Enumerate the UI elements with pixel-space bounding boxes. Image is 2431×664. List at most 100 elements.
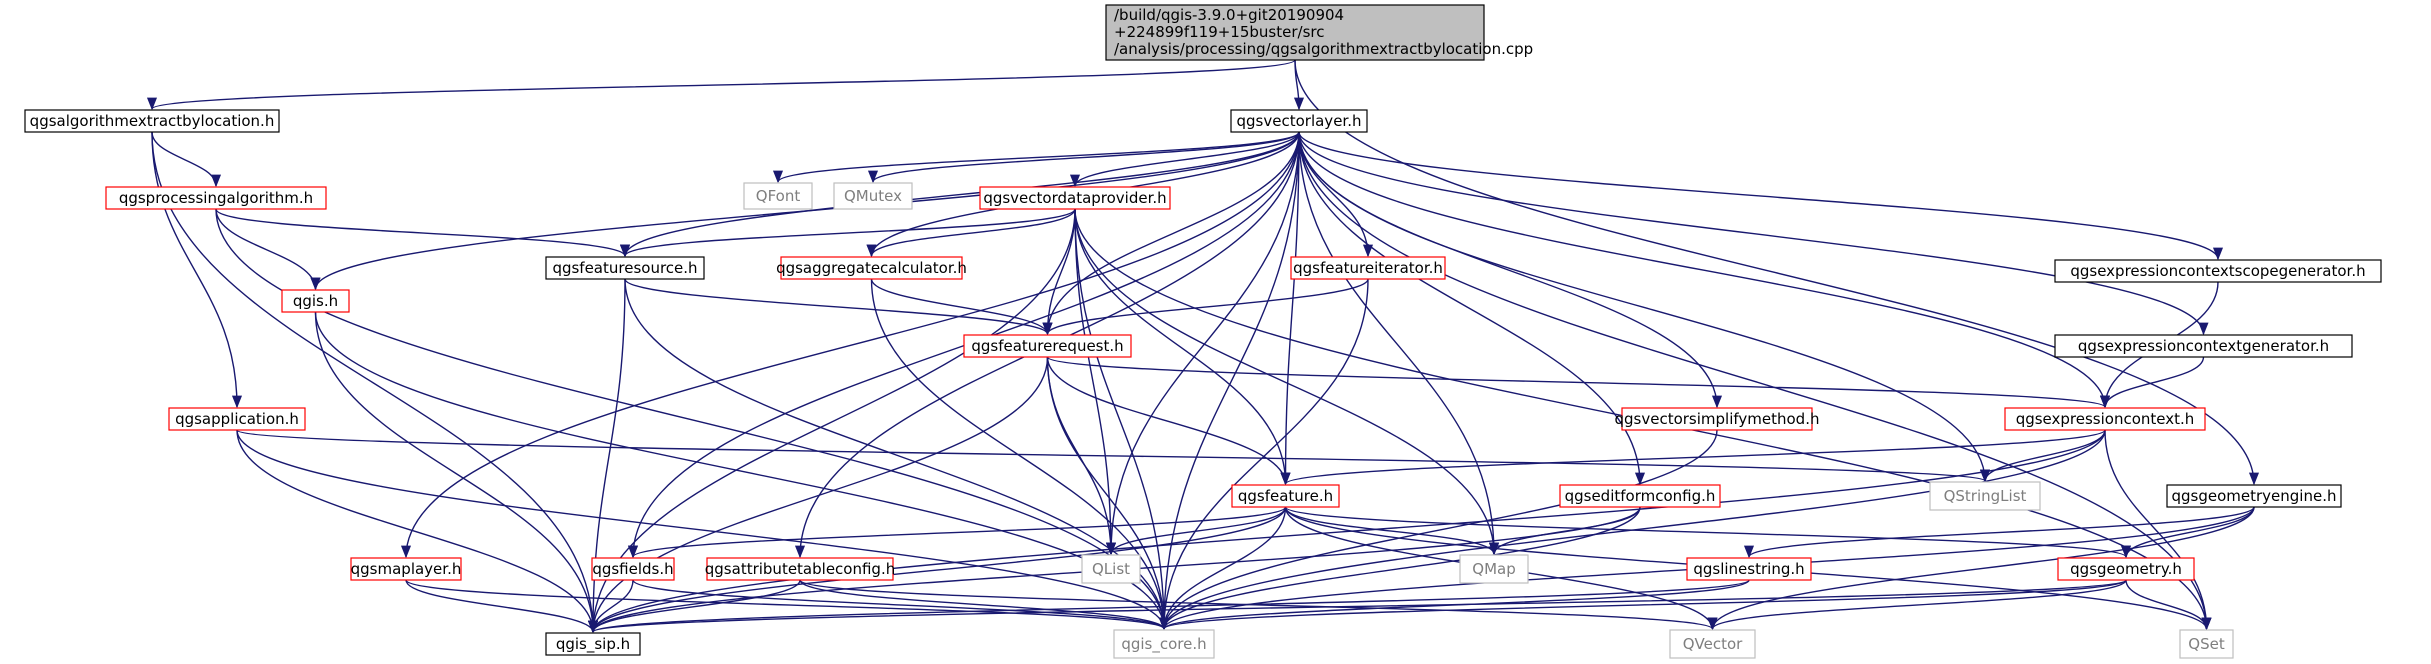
edge-fields-to-sip xyxy=(587,579,634,634)
edge-featreq-to-core xyxy=(1046,356,1170,631)
node-processingalg[interactable]: qgsprocessingalgorithm.h xyxy=(105,186,327,210)
node-label: qgsgeometry.h xyxy=(2070,560,2182,578)
node-box xyxy=(591,557,675,581)
node-label: qgis.h xyxy=(293,292,338,310)
node-linestring[interactable]: qgslinestring.h xyxy=(1686,557,1812,581)
edge-vdp-to-core xyxy=(1074,208,1170,631)
node-aggcalc[interactable]: qgsaggregatecalculator.h xyxy=(776,256,967,280)
node-label: qgsfeaturesource.h xyxy=(552,259,697,277)
node-editform[interactable]: qgseditformconfig.h xyxy=(1559,484,1721,508)
node-featreq[interactable]: qgsfeaturerequest.h xyxy=(963,334,1132,358)
node-qmap: QMap xyxy=(1459,554,1529,584)
node-sip[interactable]: qgis_sip.h xyxy=(545,632,641,656)
edge-linestring-to-sip xyxy=(588,579,1750,634)
edge-root-to-extract_h xyxy=(147,59,1296,111)
node-exprscopegen[interactable]: qgsexpressioncontextscopegenerator.h xyxy=(2054,259,2382,283)
node-box xyxy=(2054,334,2353,358)
node-qfont: QFont xyxy=(743,182,813,210)
node-feature[interactable]: qgsfeature.h xyxy=(1231,484,1340,508)
node-box xyxy=(1081,554,1141,584)
node-box xyxy=(780,256,963,280)
node-layer: /build/qgis-3.9.0+git20190904+224899f119… xyxy=(24,4,2382,659)
node-geomengine[interactable]: qgsgeometryengine.h xyxy=(2166,484,2342,508)
edge-feature-to-fields xyxy=(628,506,1287,559)
edge-geomengine-to-linestring xyxy=(1744,506,2255,559)
edge-vectorlayer-to-vdp xyxy=(1070,131,1300,188)
node-box xyxy=(281,289,350,313)
node-label: +224899f119+15buster/src xyxy=(1114,23,1324,41)
node-label: /analysis/processing/qgsalgorithmextract… xyxy=(1114,40,1533,58)
node-attrtable[interactable]: qgsattributetableconfig.h xyxy=(705,557,895,581)
node-featit[interactable]: qgsfeatureiterator.h xyxy=(1290,256,1446,280)
edge-vdp-to-qmap xyxy=(1074,208,1500,556)
node-extract_h[interactable]: qgsalgorithmextractbylocation.h xyxy=(24,109,280,133)
node-label: QMap xyxy=(1472,560,1515,578)
node-label: qgsfields.h xyxy=(592,560,673,578)
edge-vectorlayer-to-editform xyxy=(1298,131,1646,486)
edge-exprctx-to-qstringlist xyxy=(1980,429,2106,483)
node-box xyxy=(1929,481,2041,511)
node-box xyxy=(2004,407,2206,431)
node-label: qgsvectorlayer.h xyxy=(1237,112,1362,130)
node-label: /build/qgis-3.9.0+git20190904 xyxy=(1114,6,1344,24)
edge-editform-to-core xyxy=(1159,506,1641,631)
node-exprgen[interactable]: qgsexpressioncontextgenerator.h xyxy=(2054,334,2353,358)
node-vsimplify[interactable]: qgsvectorsimplifymethod.h xyxy=(1615,407,1820,431)
node-fields[interactable]: qgsfields.h xyxy=(591,557,675,581)
node-box xyxy=(2179,629,2234,659)
node-box xyxy=(979,186,1171,210)
edge-maplayer-to-core xyxy=(405,579,1169,631)
edge-application-to-core xyxy=(236,429,1169,631)
node-exprctx[interactable]: qgsexpressioncontext.h xyxy=(2004,407,2206,431)
edge-geomengine-to-qvector xyxy=(1707,506,2255,631)
edge-exprctx-to-sip xyxy=(588,429,2106,634)
edge-vectorlayer-to-featreq xyxy=(1042,131,1300,336)
edge-exprctx-to-qset xyxy=(2104,429,2212,631)
edge-featit-to-core xyxy=(1158,278,1369,631)
node-box xyxy=(1559,484,1721,508)
edge-extract_h-to-application xyxy=(151,131,243,409)
node-box xyxy=(24,109,280,133)
node-box xyxy=(350,557,462,581)
node-label: qgslinestring.h xyxy=(1693,560,1804,578)
node-label: QFont xyxy=(756,187,801,205)
edge-vectorlayer-to-exprctx xyxy=(1298,131,2110,409)
node-label: qgsalgorithmextractbylocation.h xyxy=(30,112,275,130)
edge-vectorlayer-to-maplayer xyxy=(401,131,1300,559)
edge-vectorlayer-to-qmap xyxy=(1298,131,1500,556)
node-label: QList xyxy=(1092,560,1130,578)
node-label: qgis_core.h xyxy=(1121,635,1206,654)
edge-vdp-to-aggcalc xyxy=(866,208,1076,258)
node-vectorlayer[interactable]: qgsvectorlayer.h xyxy=(1230,109,1368,133)
node-label: qgsprocessingalgorithm.h xyxy=(119,189,313,207)
node-label: qgseditformconfig.h xyxy=(1565,487,1716,505)
edge-geometry-to-qset xyxy=(2125,579,2212,631)
node-application[interactable]: qgsapplication.h xyxy=(168,407,306,431)
node-label: qgsfeature.h xyxy=(1238,487,1333,505)
node-vdp[interactable]: qgsvectordataprovider.h xyxy=(979,186,1171,210)
edge-geometry-to-sip xyxy=(588,579,2127,634)
edge-processingalg-to-featuresource xyxy=(215,208,630,258)
node-qlist: QList xyxy=(1081,554,1141,584)
edge-vectorlayer-to-exprgen xyxy=(1298,131,2209,336)
node-qvector: QVector xyxy=(1669,629,1756,659)
edge-vectorlayer-to-feature xyxy=(1280,131,1300,486)
node-label: qgsvectorsimplifymethod.h xyxy=(1615,410,1820,428)
edge-extract_h-to-processingalg xyxy=(151,131,222,188)
node-qgis[interactable]: qgis.h xyxy=(281,289,350,313)
edge-vectorlayer-to-exprscopegen xyxy=(1298,131,2223,261)
node-qmutex: QMutex xyxy=(833,182,913,210)
node-label: QStringList xyxy=(1944,487,2027,505)
node-box xyxy=(1230,109,1368,133)
edge-featit-to-featreq xyxy=(1042,278,1369,336)
node-maplayer[interactable]: qgsmaplayer.h xyxy=(350,557,462,581)
node-box xyxy=(545,256,705,280)
node-box xyxy=(706,557,894,581)
node-geometry[interactable]: qgsgeometry.h xyxy=(2057,557,2195,581)
edge-attrtable-to-core xyxy=(799,579,1169,631)
edge-application-to-qstringlist xyxy=(236,429,1990,483)
edge-qgis-to-core xyxy=(314,311,1169,631)
edge-layer xyxy=(147,59,2259,634)
node-featuresource[interactable]: qgsfeaturesource.h xyxy=(545,256,705,280)
